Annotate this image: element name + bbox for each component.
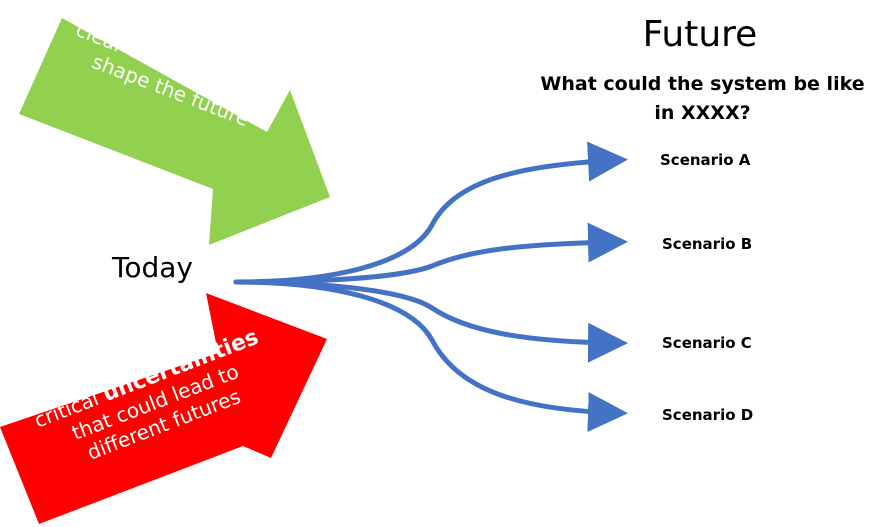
branch-line-d (233, 279, 628, 433)
branch-line-b (233, 222, 628, 285)
uncertainties-arrow-shape (0, 293, 327, 524)
scenario-a-label: Scenario A (660, 151, 751, 169)
future-question-line2: in XXXX? (654, 102, 751, 124)
scenario-d-label: Scenario D (662, 406, 754, 424)
scenario-b-label: Scenario B (662, 235, 753, 253)
branch-line-a (233, 141, 628, 285)
future-question: What could the system be like in XXXX? (540, 70, 865, 128)
trends-arrow-shape (19, 18, 330, 245)
today-label: Today (112, 251, 193, 284)
scenario-c-label: Scenario C (662, 334, 752, 352)
future-question-line1: What could the system be like (540, 73, 865, 95)
future-title: Future (642, 14, 758, 55)
